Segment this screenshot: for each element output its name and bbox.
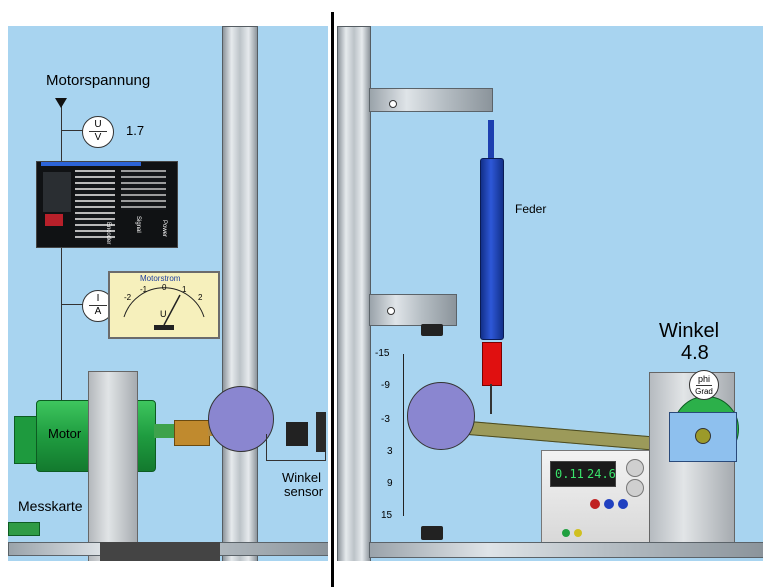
psu-terminal-yellow[interactable] <box>574 529 582 537</box>
psu-terminal-blue-1[interactable] <box>604 499 614 509</box>
board-pin-header <box>75 170 115 240</box>
voltage-wire <box>61 104 62 444</box>
ammeter-scale-2: 2 <box>198 293 203 302</box>
voltage-meter[interactable]: U V <box>82 116 114 148</box>
current-meter-symbol: I <box>89 293 107 306</box>
motor-end-cap[interactable] <box>14 416 38 464</box>
psu-terminal-green[interactable] <box>562 529 570 537</box>
voltage-meter-unit: V <box>94 132 102 143</box>
ammeter-scale-m1: -1 <box>140 285 148 294</box>
winkel-value: 4.8 <box>681 342 709 364</box>
motor-panel: Motorspannung U V 1.7 Encoder Signal Pow… <box>8 26 328 561</box>
motor-driver-board[interactable]: Encoder Signal Power <box>36 161 178 248</box>
feder-label: Feder <box>515 202 547 216</box>
ammeter-scale-0: 0 <box>162 283 167 292</box>
motor-shaft-coupling <box>154 424 174 438</box>
frame-vertical-rail-right <box>337 26 371 561</box>
angle-scale <box>403 354 404 516</box>
spring-top-rod <box>488 120 494 160</box>
shaft-coupling[interactable] <box>174 420 210 446</box>
bottom-block <box>421 526 443 540</box>
angle-meter-symbol: phi <box>696 374 712 386</box>
power-supply[interactable]: 0.11 24.6 <box>541 450 653 544</box>
scale-label-15: 15 <box>381 510 393 521</box>
spring-connector <box>490 384 492 414</box>
winkelsensor-label-2: sensor <box>284 484 324 499</box>
spring-cylinder[interactable] <box>480 158 504 340</box>
board-label-power: Power <box>161 220 167 238</box>
ammeter-scale-1: 1 <box>182 285 187 294</box>
spring-tip <box>482 342 502 386</box>
panel-divider <box>331 12 334 587</box>
scale-label-9: 9 <box>387 478 393 489</box>
voltage-meter-symbol: U <box>89 119 107 132</box>
middle-rail-hole <box>387 307 395 315</box>
motor-label: Motor <box>48 426 82 441</box>
middle-rail-block <box>421 324 443 336</box>
base-foot <box>100 542 220 561</box>
top-rail-hole <box>389 100 397 108</box>
angle-meter[interactable]: phi Grad <box>689 370 719 400</box>
scale-label-m15: -15 <box>375 348 390 359</box>
voltage-value: 1.7 <box>126 123 145 138</box>
pendulum-mass[interactable] <box>407 382 475 450</box>
measurement-card[interactable] <box>8 522 40 536</box>
winkelsensor-label-1: Winkel <box>282 470 322 485</box>
angle-sensor-body[interactable] <box>286 422 308 446</box>
ammeter-title: Motorstrom <box>140 274 181 283</box>
power-supply-display: 0.11 24.6 <box>550 461 616 487</box>
psu-knob-1[interactable] <box>626 459 644 477</box>
pendulum-panel: Feder -15 -9 -3 3 9 15 0.11 24.6 Winkel … <box>337 26 763 561</box>
psu-display-right: 24.6 <box>587 467 616 481</box>
scale-label-m3: -3 <box>381 414 390 425</box>
board-connector-strip <box>41 162 141 166</box>
board-heatsink <box>43 172 71 212</box>
meter-tap-i <box>61 304 83 305</box>
board-pin-header-2 <box>121 170 166 210</box>
ammeter[interactable]: Motorstrom -2 -1 0 1 2 U <box>108 271 220 339</box>
ammeter-dial <box>123 287 205 330</box>
board-label-encoder: Encoder <box>105 222 111 245</box>
winkel-title: Winkel <box>659 320 720 342</box>
motorspannung-label: Motorspannung <box>46 72 151 89</box>
ammeter-unit: U <box>160 309 167 319</box>
psu-terminal-blue-2[interactable] <box>618 499 628 509</box>
base-rail-right <box>369 542 763 558</box>
frame-vertical-rail <box>222 26 258 561</box>
messkarte-label: Messkarte <box>18 498 83 514</box>
psu-terminal-red[interactable] <box>590 499 600 509</box>
rotor-disc[interactable] <box>208 386 274 452</box>
board-label-signal: Signal <box>135 216 141 233</box>
current-meter-unit: A <box>94 306 102 317</box>
voltage-source-arrow <box>55 98 67 108</box>
ammeter-scale-m2: -2 <box>124 293 132 302</box>
motor-flange <box>88 371 138 561</box>
meter-tap-u <box>61 130 83 131</box>
board-red-component <box>45 214 63 226</box>
pivot-point <box>695 428 711 444</box>
scale-label-m9: -9 <box>381 380 390 391</box>
top-horizontal-rail <box>369 88 493 112</box>
scale-label-3: 3 <box>387 446 393 457</box>
angle-meter-unit: Grad <box>695 387 713 396</box>
middle-horizontal-rail <box>369 294 457 326</box>
psu-display-left: 0.11 <box>555 467 584 481</box>
psu-knob-2[interactable] <box>626 479 644 497</box>
angle-sensor-plate <box>316 412 326 452</box>
